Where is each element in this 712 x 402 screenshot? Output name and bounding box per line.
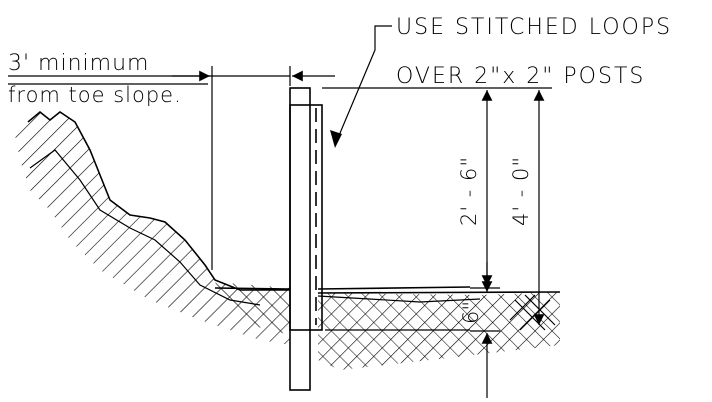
embed-depth-label: 6" [459, 301, 483, 324]
setback-label-line1: 3' minimum [8, 51, 149, 76]
filter-fabric [289, 104, 323, 331]
setback-dimension [8, 66, 335, 270]
callout-leader [330, 25, 392, 148]
setback-label-line2: from toe slope. [8, 83, 182, 107]
post-height-label: 4' - 0" [509, 156, 533, 226]
fence-height-label: 2' - 6" [457, 156, 481, 226]
callout-label-line2: OVER 2"x 2" POSTS [396, 64, 645, 89]
callout-label-line1: USE STITCHED LOOPS [396, 15, 672, 40]
fence-post [289, 87, 311, 391]
embed-depth-dimension [470, 262, 500, 398]
